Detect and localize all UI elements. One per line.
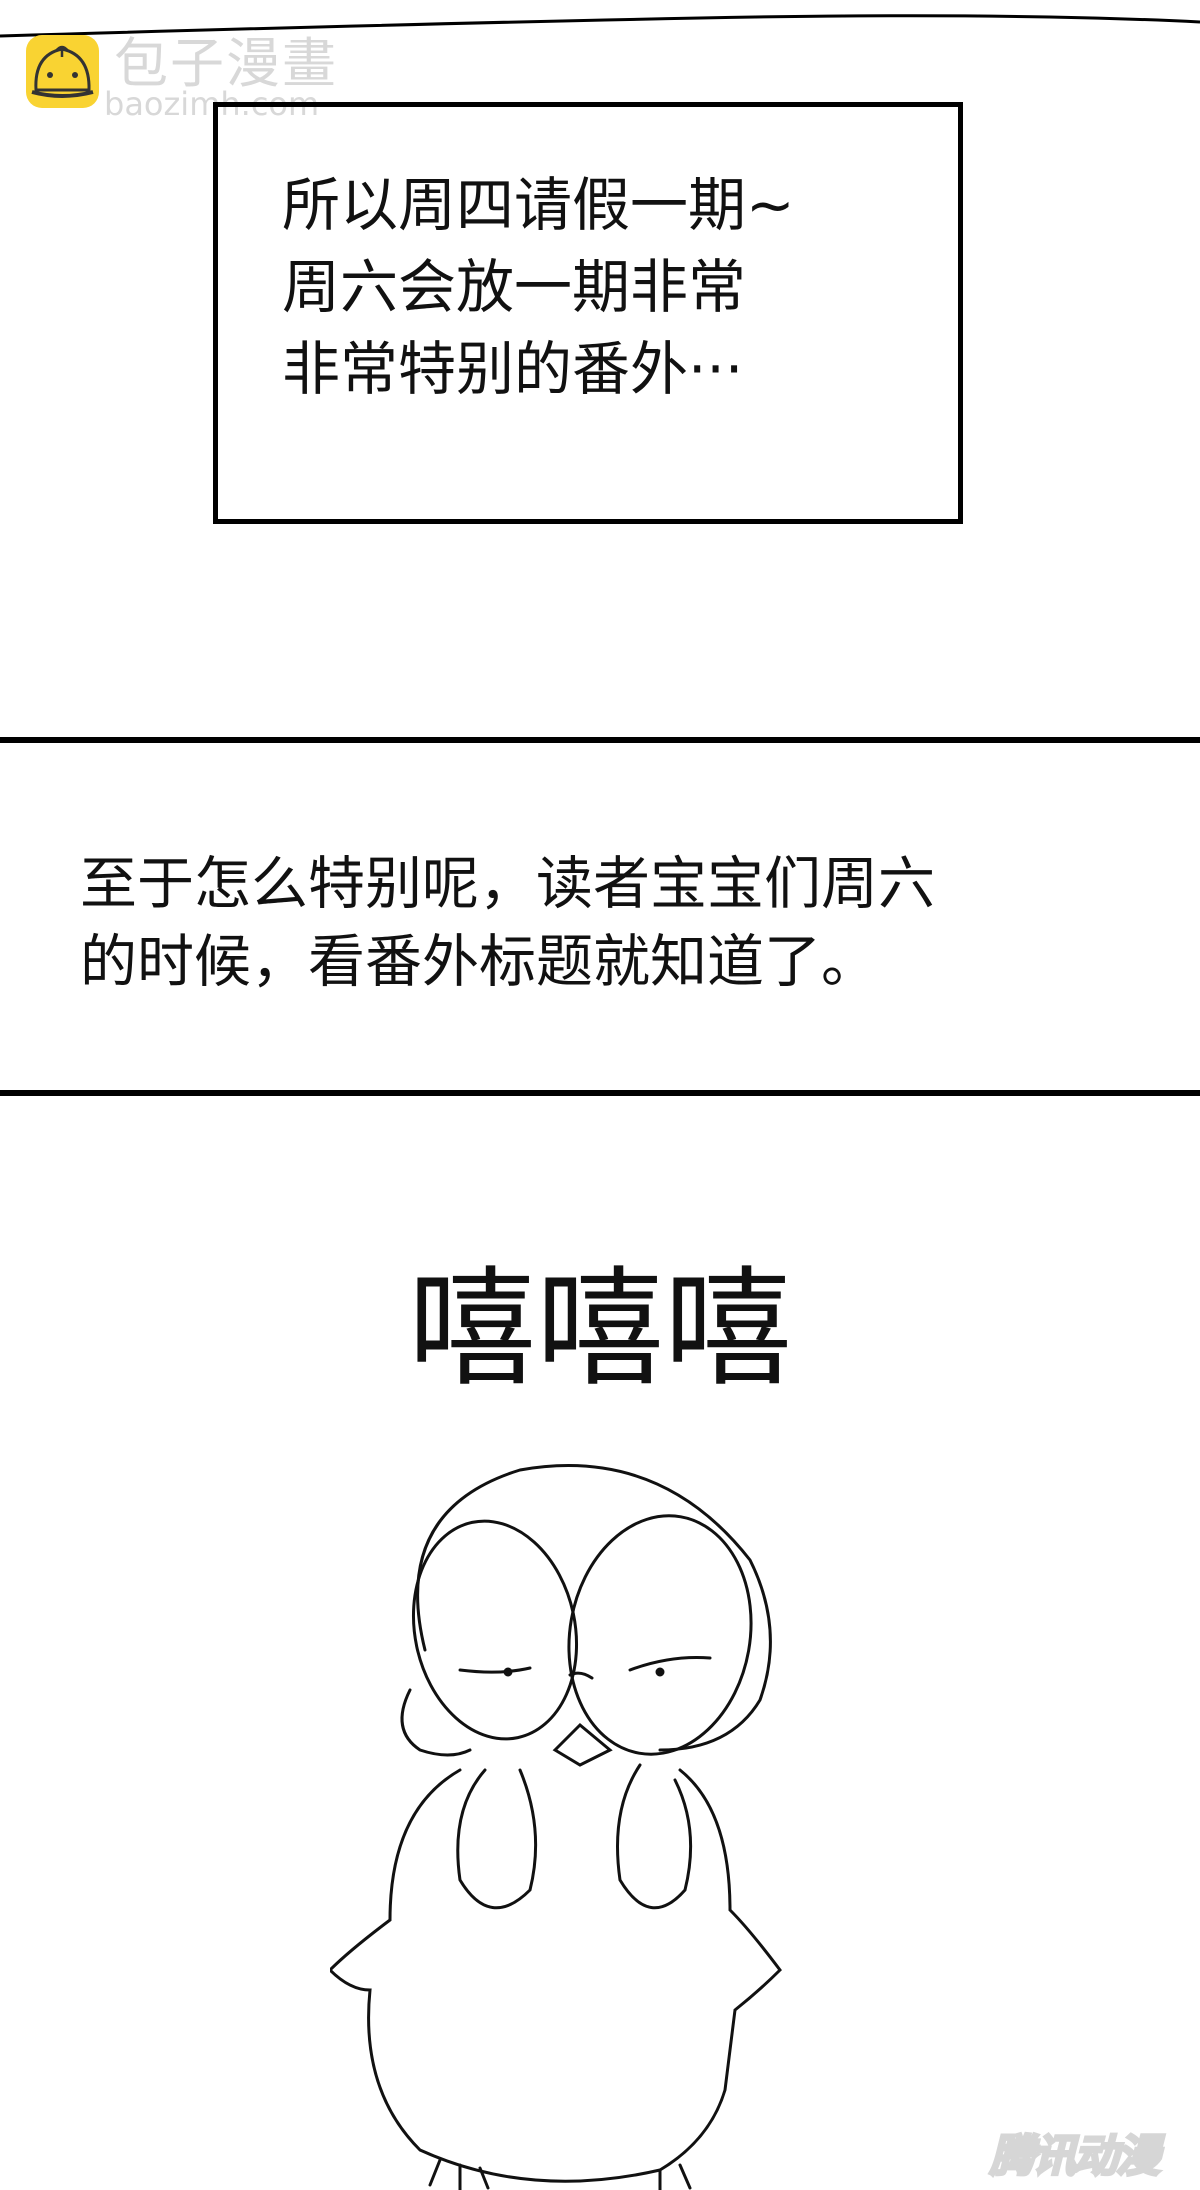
text-line: 的时候，看番外标题就知道了。 <box>80 929 878 995</box>
text-line: 非常特别的番外··· <box>282 335 744 403</box>
narration-text: 至于怎么特别呢，读者宝宝们周六 的时候，看番外标题就知道了。 <box>80 845 935 1001</box>
steamed-bun-icon <box>26 35 99 108</box>
tencent-comics-watermark: 腾讯动漫 <box>989 2130 1162 2184</box>
text-line: 周六会放一期非常 <box>282 253 747 321</box>
panel-divider <box>0 737 1200 743</box>
panel-border-top <box>0 14 1200 38</box>
speech-box-text: 所以周四请假一期~ 周六会放一期非常 非常特别的番外··· <box>282 164 795 410</box>
panel-divider <box>0 1090 1200 1096</box>
laugh-text: 嘻嘻嘻 <box>407 1255 792 1404</box>
penguin-illustration <box>330 1464 782 2190</box>
speech-box <box>213 102 963 524</box>
watermark-brand-cn: 包子漫畫 <box>114 32 338 95</box>
text-line: 所以周四请假一期~ <box>282 171 795 239</box>
text-line: 至于怎么特别呢，读者宝宝们周六 <box>80 851 935 917</box>
